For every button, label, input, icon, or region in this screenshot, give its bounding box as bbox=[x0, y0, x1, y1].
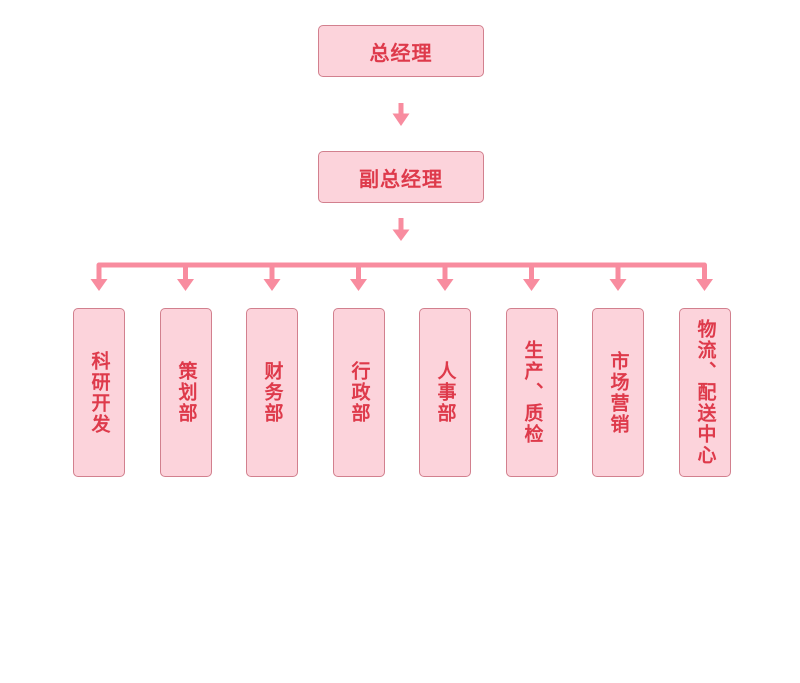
arrow-deputy-to-branch bbox=[392, 218, 410, 241]
org-node-root-label: 总经理 bbox=[369, 42, 433, 65]
org-node-dept-admin: 行政部 bbox=[333, 308, 385, 477]
org-node-dept-marketing: 市场营销 bbox=[592, 308, 644, 477]
org-node-root: 总经理 bbox=[318, 25, 484, 77]
org-node-dept-label: 行政部 bbox=[348, 361, 370, 424]
org-node-dept-finance: 财务部 bbox=[246, 308, 298, 477]
org-node-dept-rnd: 科研开发 bbox=[73, 308, 125, 477]
org-node-dept-label: 财务部 bbox=[261, 361, 283, 424]
branch-bar bbox=[96, 262, 707, 280]
org-node-dept-label: 人事部 bbox=[434, 361, 456, 424]
org-node-dept-label: 科研开发 bbox=[88, 350, 110, 435]
org-node-dept-hr: 人事部 bbox=[419, 308, 471, 477]
org-node-dept-planning: 策划部 bbox=[160, 308, 212, 477]
org-node-dept-label: 策划部 bbox=[175, 361, 197, 424]
org-node-dept-label: 生产、质检 bbox=[521, 340, 543, 445]
org-node-dept-label: 物流、配送中心 bbox=[694, 319, 716, 466]
org-node-dept-logistics: 物流、配送中心 bbox=[679, 308, 731, 477]
branch-arrowheads bbox=[90, 279, 713, 291]
org-node-dept-production-qc: 生产、质检 bbox=[506, 308, 558, 477]
arrow-root-to-deputy bbox=[392, 103, 410, 126]
branch-shafts bbox=[183, 266, 621, 280]
org-node-deputy-label: 副总经理 bbox=[359, 168, 443, 191]
org-node-deputy: 副总经理 bbox=[318, 151, 484, 203]
org-node-dept-label: 市场营销 bbox=[607, 350, 629, 435]
